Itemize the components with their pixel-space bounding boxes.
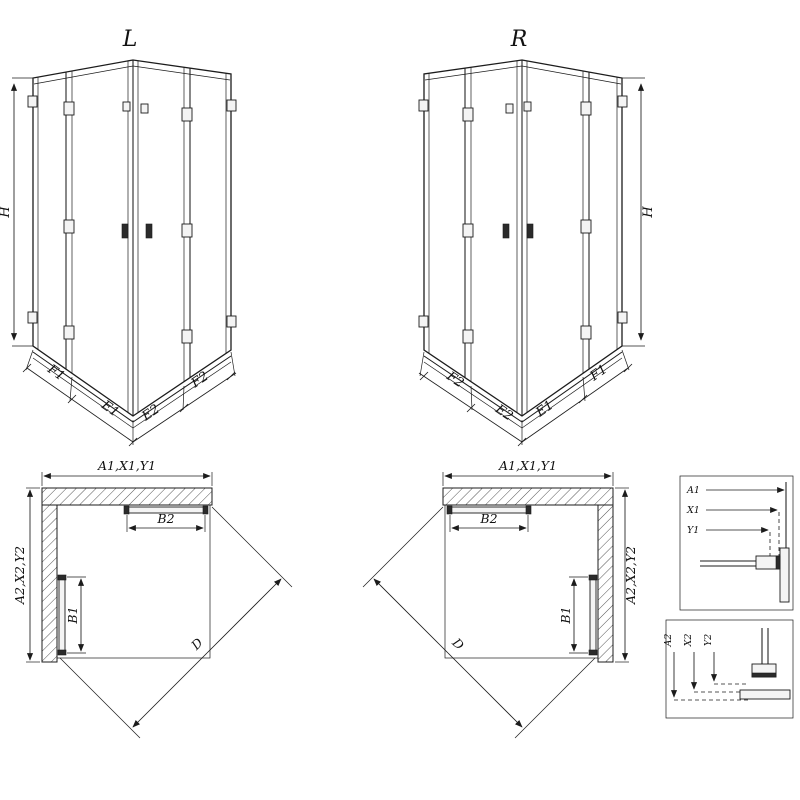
hinge-icon xyxy=(181,223,193,238)
hinge-icon xyxy=(181,329,193,344)
door-handle-icon xyxy=(121,223,129,239)
dim-a1-l: A1,X1,Y1 xyxy=(41,458,213,486)
dim-e1: E1 xyxy=(98,397,122,420)
pivot-clamp-icon xyxy=(523,101,532,112)
height-dimension-l: H xyxy=(0,77,33,347)
wall-right xyxy=(597,504,614,663)
base-dimensions-r: F2 E2 E1 F1 xyxy=(418,349,633,447)
wall-bracket-icon xyxy=(226,99,237,112)
dim-f1: F1 xyxy=(587,362,611,385)
door-handle-icon xyxy=(145,223,153,239)
detail-dim-a1: A1 xyxy=(686,485,700,496)
wall-left xyxy=(41,504,58,663)
detail-dim-x2: X2 xyxy=(683,634,694,648)
detail-dim-y2: Y2 xyxy=(703,634,714,646)
wall-bracket-icon xyxy=(27,95,38,108)
hinge-icon xyxy=(580,101,592,116)
dim-b1-l: B1 xyxy=(65,576,86,654)
shower-tray xyxy=(56,504,211,659)
wall-top xyxy=(442,487,614,506)
wall-bracket-icon xyxy=(617,95,628,108)
hinge-icon xyxy=(462,223,474,238)
detail-dim-y1: Y1 xyxy=(687,525,699,536)
dim-a2-r: A2,X2,Y2 xyxy=(615,487,638,663)
hinge-icon xyxy=(63,325,75,340)
view-label-r: R xyxy=(510,27,528,52)
plan-view-r: B2 B1 A1,X1,Y1 A2,X2,Y2 xyxy=(362,458,638,739)
detail-horizontal-section: A1 X1 Y1 xyxy=(679,475,794,611)
svg-text:A2,X2,Y2: A2,X2,Y2 xyxy=(623,546,638,605)
profile-section-detail xyxy=(739,628,791,700)
door-side-r xyxy=(588,574,598,656)
dim-b1-r: B1 xyxy=(558,576,588,654)
door-handle-icon xyxy=(526,223,534,239)
dim-d-l: D xyxy=(59,506,293,739)
svg-text:D: D xyxy=(449,634,467,652)
svg-text:A1,X1,Y1: A1,X1,Y1 xyxy=(97,458,156,473)
svg-text:B2: B2 xyxy=(156,511,174,526)
wall-bracket-icon xyxy=(418,315,429,328)
dim-e1: E1 xyxy=(533,398,557,421)
svg-text:B1: B1 xyxy=(65,606,80,624)
pivot-clamp-icon xyxy=(122,101,131,112)
base-dimensions-l: F1 E1 E2 F2 xyxy=(22,349,237,447)
hinge-icon xyxy=(462,329,474,344)
hinge-hardware-r xyxy=(418,95,628,344)
dim-a1-r: A1,X1,Y1 xyxy=(442,458,614,486)
svg-text:B1: B1 xyxy=(558,606,573,624)
shower-tray xyxy=(444,504,599,659)
dim-b2-r: B2 xyxy=(449,511,529,532)
detail-dim-a2: A2 xyxy=(663,634,674,648)
view-label-l: L xyxy=(122,27,138,52)
detail-vertical-section: A2 X2 Y2 xyxy=(663,619,794,719)
plan-view-l: B2 B1 A1,X1,Y1 A2,X2,Y2 xyxy=(12,458,293,739)
door-handle-icon xyxy=(502,223,510,239)
svg-text:D: D xyxy=(187,635,205,653)
wall-bracket-icon xyxy=(226,315,237,328)
hinge-icon xyxy=(580,219,592,234)
detail-dim-x1: X1 xyxy=(686,505,700,516)
door-side-l xyxy=(57,574,67,656)
svg-text:A2,X2,Y2: A2,X2,Y2 xyxy=(12,546,27,605)
detail-frame xyxy=(665,619,794,719)
hinge-icon xyxy=(63,219,75,234)
svg-text:B2: B2 xyxy=(479,511,497,526)
wall-bracket-icon xyxy=(27,311,38,324)
pivot-clamp-icon xyxy=(140,103,149,114)
pivot-clamp-icon xyxy=(505,103,514,114)
door-top-l xyxy=(123,505,209,515)
dim-h: H xyxy=(0,206,13,219)
hinge-icon xyxy=(580,325,592,340)
dim-b2-l: B2 xyxy=(126,511,206,532)
perspective-view-r: R xyxy=(418,27,656,447)
dim-h: H xyxy=(641,206,656,219)
dim-f1: F1 xyxy=(44,361,68,384)
wall-bracket-icon xyxy=(617,311,628,324)
dim-a2-l: A2,X2,Y2 xyxy=(12,487,40,663)
svg-text:A1,X1,Y1: A1,X1,Y1 xyxy=(498,458,557,473)
profile-section-detail xyxy=(700,547,790,603)
wall-bracket-icon xyxy=(418,99,429,112)
detail-frame xyxy=(679,475,794,611)
wall-top xyxy=(41,487,213,506)
perspective-view-l: L xyxy=(0,27,237,447)
hinge-icon xyxy=(63,101,75,116)
hinge-icon xyxy=(181,107,193,122)
height-dimension-r: H xyxy=(622,77,656,347)
door-top-r xyxy=(446,505,532,515)
hinge-icon xyxy=(462,107,474,122)
hinge-hardware-l xyxy=(27,95,237,344)
